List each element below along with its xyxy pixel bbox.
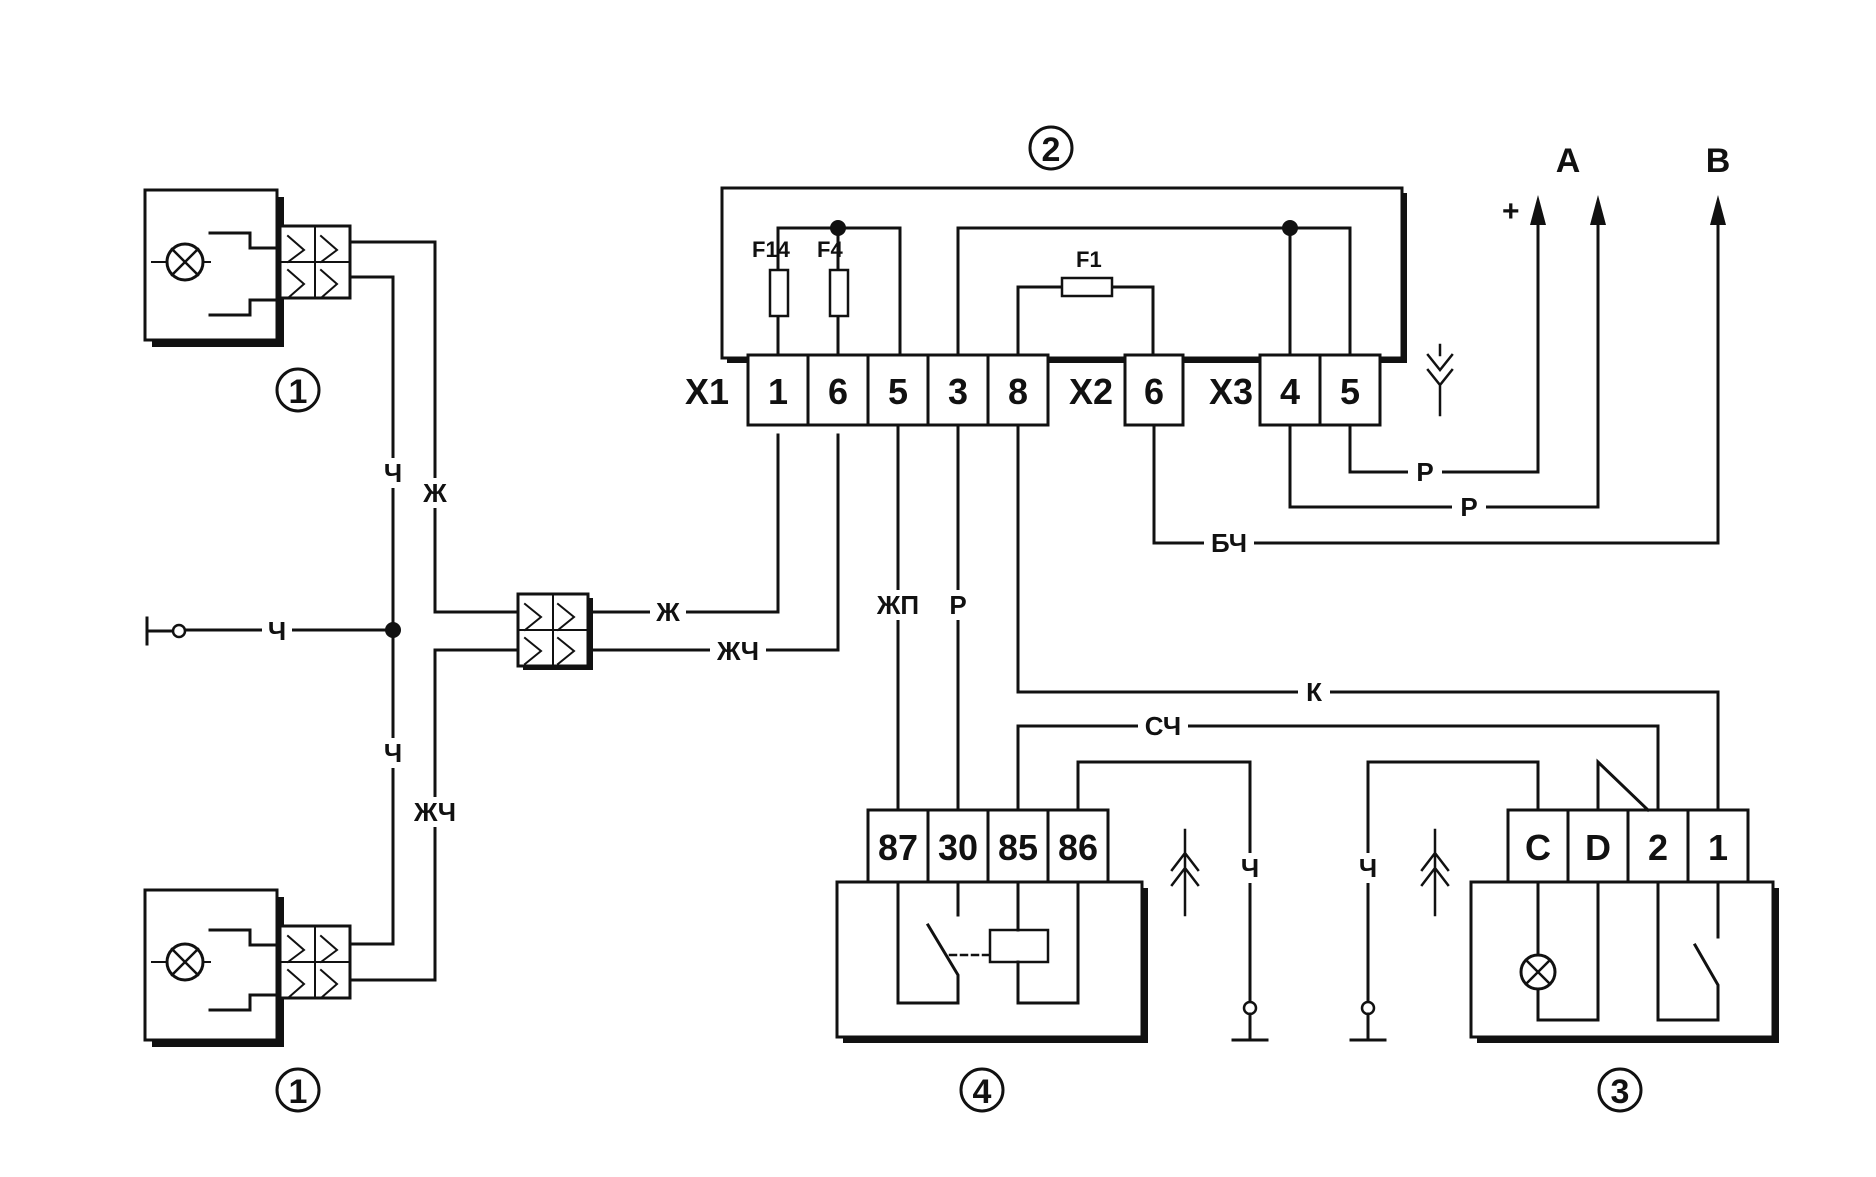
pin-label: 1: [1708, 827, 1728, 868]
wire-label: Ж: [655, 597, 680, 627]
wire-label: Ж: [422, 478, 447, 508]
svg-text:4: 4: [973, 1073, 992, 1111]
pin-label: 6: [1144, 371, 1164, 412]
fuse-label-f4: F4: [817, 237, 843, 262]
svg-text:2: 2: [1042, 131, 1061, 169]
wire-r-x3-5: [1348, 218, 1540, 474]
wire-label: Ч: [268, 616, 286, 646]
pin-label: 4: [1280, 371, 1300, 412]
callout-switch: 3: [1597, 1067, 1643, 1113]
ground-terminal-icon: [1360, 1000, 1376, 1016]
wire-label: Ч: [384, 458, 402, 488]
lamp-bulb-icon: [1519, 953, 1557, 991]
wire-sch: [1016, 724, 1660, 820]
wire-label: К: [1306, 677, 1322, 707]
wire-label: БЧ: [1211, 528, 1247, 558]
pin-label: 6: [828, 371, 848, 412]
wire-label: Ч: [1241, 853, 1259, 883]
pin-label: 2: [1648, 827, 1668, 868]
wire-ch-bottom: [348, 628, 395, 946]
junction-dot: [385, 622, 401, 638]
pin-label: 3: [948, 371, 968, 412]
svg-text:3: 3: [1611, 1073, 1630, 1111]
connector-x2: 6 X2: [1069, 353, 1185, 427]
view-arrow-icon: [1170, 828, 1200, 917]
wire-ch-top: [348, 275, 395, 632]
fuse-icon: [828, 268, 850, 318]
fuse-icon: [768, 268, 790, 318]
pin-label: 8: [1008, 371, 1028, 412]
fuse-icon: [1060, 276, 1114, 298]
relay-coil-icon: [988, 928, 1050, 964]
wire-bch: [1152, 218, 1720, 545]
wire-label: Р: [949, 590, 966, 620]
wire-label: Р: [1416, 457, 1433, 487]
connector-label-x3: X3: [1209, 371, 1253, 412]
pin-label: D: [1585, 827, 1611, 868]
pin-label: 85: [998, 827, 1038, 868]
wire-label: ЖЧ: [413, 797, 456, 827]
callout-mount-block: 2: [1028, 125, 1074, 171]
output-label-a: A: [1556, 142, 1581, 180]
wire-zh-left: [348, 240, 522, 614]
connector-label-x1: X1: [685, 371, 729, 412]
wire-k: [1016, 423, 1720, 820]
inline-connector: [516, 592, 593, 670]
callout-lamp-bottom: 1: [275, 1067, 321, 1113]
output-label-b: B: [1706, 142, 1731, 180]
wire-r-x3-4: [1288, 218, 1600, 509]
connector-x1: 1 6 5 3 8 X1: [685, 353, 1050, 427]
fuse-label-f14: F14: [752, 237, 791, 262]
pin-label: 1: [768, 371, 788, 412]
view-arrow-icon: [1426, 343, 1454, 417]
wire-label: Р: [1460, 492, 1477, 522]
wire-label: Ч: [384, 738, 402, 768]
switch-unit: C D 2 1: [1469, 808, 1779, 1043]
connector-label-x2: X2: [1069, 371, 1113, 412]
wire-zh-mid: [586, 433, 780, 614]
plus-label: +: [1502, 195, 1520, 228]
wire-zhch-mid: [586, 433, 840, 652]
relay-unit: 87 30 85 86: [835, 808, 1148, 1043]
connector-x3: 4 5 X3: [1209, 353, 1382, 427]
arrow-up-icon: [1710, 195, 1726, 225]
lamp-unit-bottom: [143, 888, 352, 1047]
arrow-up-icon: [1590, 195, 1606, 225]
ground-terminal-icon: [171, 623, 187, 639]
pin-label: C: [1525, 827, 1551, 868]
pin-label: 5: [1340, 371, 1360, 412]
callout-relay: 4: [959, 1067, 1005, 1113]
pin-label: 87: [878, 827, 918, 868]
lamp-unit-top: [143, 188, 352, 347]
pin-label: 30: [938, 827, 978, 868]
pin-label: 86: [1058, 827, 1098, 868]
wire-d-2-link: [1596, 758, 1651, 813]
wire-label: ЖП: [876, 590, 919, 620]
pin-label: 5: [888, 371, 908, 412]
wire-label: Ч: [1359, 853, 1377, 883]
wire-label: ЖЧ: [716, 636, 759, 666]
svg-text:1: 1: [289, 1073, 308, 1111]
mounting-block: F14 F4 F1: [720, 186, 1407, 363]
arrow-up-icon: [1530, 195, 1546, 225]
fuse-label-f1: F1: [1076, 247, 1102, 272]
svg-text:1: 1: [289, 373, 308, 411]
view-arrow-icon: [1420, 828, 1450, 917]
callout-lamp-top: 1: [275, 367, 321, 413]
wire-label: СЧ: [1145, 711, 1181, 741]
ground-terminal-icon: [1242, 1000, 1258, 1016]
